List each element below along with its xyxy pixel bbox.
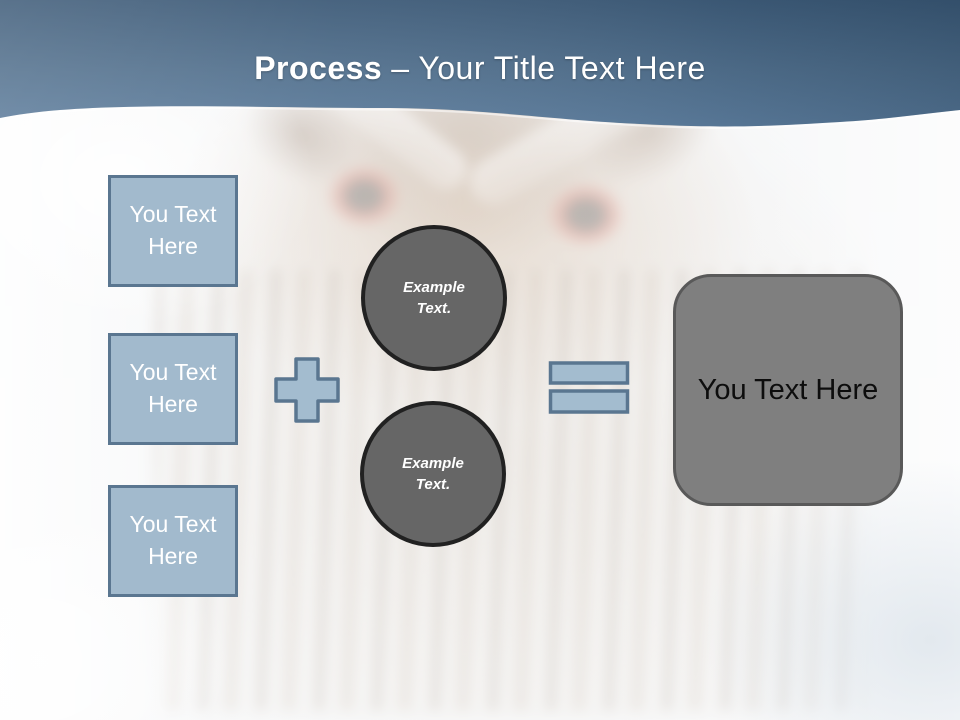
example-circle-1[interactable]: Example Text. — [361, 225, 507, 371]
slide-title-subtitle: – Your Title Text Here — [391, 50, 706, 86]
input-box-2[interactable]: You Text Here — [108, 333, 238, 445]
slide-title-keyword: Process — [254, 50, 383, 86]
input-box-3-label: You Text Here — [129, 511, 217, 569]
result-box-label: You Text Here — [697, 373, 879, 406]
header-wave-band — [0, 0, 960, 129]
slide-title[interactable]: Process– Your Title Text Here — [0, 50, 960, 87]
example-circle-2-label: Example Text. — [402, 455, 464, 493]
result-box[interactable]: You Text Here — [673, 274, 903, 506]
example-circle-1-label: Example Text. — [403, 279, 465, 317]
plus-icon[interactable] — [272, 355, 342, 425]
input-box-1-label: You Text Here — [129, 201, 217, 259]
input-box-1[interactable]: You Text Here — [108, 175, 238, 287]
input-box-2-label: You Text Here — [129, 359, 217, 417]
input-box-3[interactable]: You Text Here — [108, 485, 238, 597]
equals-icon[interactable] — [546, 358, 632, 416]
example-circle-2[interactable]: Example Text. — [360, 401, 506, 547]
